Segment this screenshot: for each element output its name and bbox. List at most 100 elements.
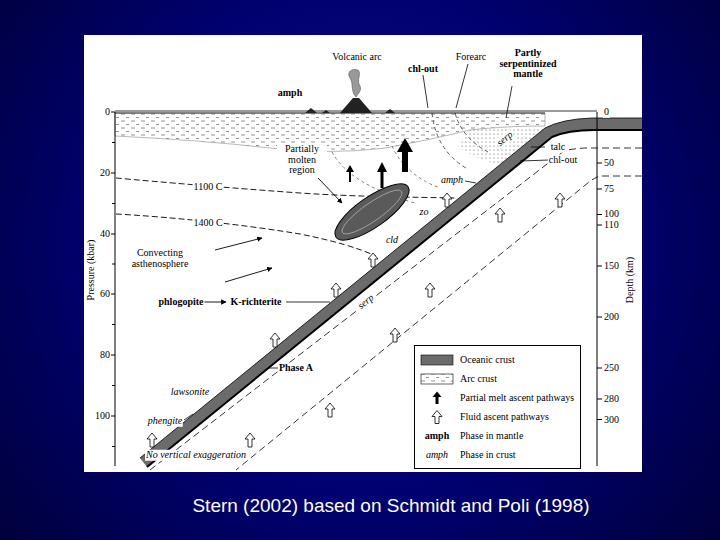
pattern-swatch: [421, 374, 453, 384]
region-label: Partially molten region: [277, 144, 327, 176]
fluid-arrow: [325, 403, 335, 417]
melt-arrow: [377, 162, 387, 188]
axis-line: [115, 112, 597, 466]
tick-label: 75: [603, 184, 615, 195]
flow-arrow: [204, 178, 342, 302]
legend-text: Phase in mantle: [460, 430, 523, 441]
phase-label: chl-out: [407, 64, 439, 75]
forearc-lines: [455, 113, 488, 152]
isotherm-label: 1100 C: [193, 182, 224, 193]
flow-arrow: [215, 238, 262, 250]
leader-line: [184, 414, 193, 420]
fluid-arrow: [270, 333, 280, 347]
cross-section: [115, 113, 642, 470]
region-label: Convecting asthenosphere: [123, 248, 197, 269]
tick-label: 110: [603, 220, 620, 231]
legend-swatch: [420, 372, 454, 386]
flow-line: [392, 146, 440, 188]
axis-line: [110, 112, 602, 466]
legend-sample: amph: [425, 449, 449, 460]
slab-mantle-line: [150, 148, 642, 470]
partially-molten-region: [337, 184, 406, 240]
phase-label: chl-out: [548, 155, 578, 166]
forearc-lines: [432, 113, 488, 168]
axis-title: Pressure (kbar): [86, 239, 97, 302]
axis-title: Depth (km): [625, 256, 636, 304]
note-label: No vertical exaggeration: [145, 450, 247, 461]
fluid-arrow-sample: [432, 410, 442, 423]
tick-label: 280: [603, 394, 620, 405]
tick-label: 20: [99, 168, 111, 179]
leader-line: [286, 302, 330, 303]
tick-label: 250: [603, 363, 620, 374]
fluid-arrow: [425, 283, 435, 297]
legend-row: Partial melt ascent pathways: [420, 388, 574, 407]
legend-row: Oceanic crust: [420, 350, 574, 369]
legend-text: Oceanic crust: [460, 354, 515, 365]
legend-text: Fluid ascent pathways: [460, 411, 549, 422]
volcano: [305, 108, 395, 113]
region-label: Partly serpentinized mantle: [493, 48, 563, 80]
partially-molten-region: [327, 174, 416, 249]
axis-line: [112, 143, 115, 447]
flow-arrow: [204, 302, 226, 303]
fluid-arrow: [442, 193, 452, 207]
legend-text: Partial melt ascent pathways: [460, 392, 574, 403]
phase-label: K-richterite: [229, 297, 282, 308]
leader-line: [520, 160, 549, 161]
legend-swatch: [420, 391, 454, 405]
tick-label: 0: [603, 107, 610, 118]
melt-arrow: [346, 165, 354, 182]
phase-label: phlogopite: [157, 297, 204, 308]
tick-label: 150: [603, 261, 620, 272]
tick-label: 80: [99, 350, 111, 361]
tick-label: 40: [99, 229, 111, 240]
tick-label: 100: [603, 209, 620, 220]
phase-label: talc: [550, 142, 566, 153]
melt-arrow: [346, 138, 413, 188]
leader-line: [531, 147, 545, 148]
tick-label: 100: [94, 411, 111, 422]
leader-line: [423, 75, 428, 108]
fluid-arrow: [495, 208, 505, 222]
fluid-arrow: [147, 433, 157, 447]
axis-line: [597, 163, 602, 420]
phase-label: cld: [385, 235, 399, 246]
volcano: [305, 69, 395, 113]
figure-panel: [84, 35, 642, 472]
isotherm-label: 1400 C: [192, 218, 223, 229]
legend-text: Arc crust: [460, 373, 497, 384]
tick-label: 50: [603, 158, 615, 169]
legend-text: Phase in crust: [460, 449, 516, 460]
tick-label: 60: [99, 289, 111, 300]
leader-line: [456, 64, 468, 108]
tick-label: 0: [104, 107, 111, 118]
volcano: [340, 98, 372, 113]
leader-line: [506, 86, 512, 118]
fluid-arrow: [245, 433, 255, 447]
leader-line: [465, 181, 476, 183]
fluid-arrow: [390, 328, 400, 342]
volcano: [349, 69, 361, 97]
legend-sample: amph: [424, 430, 450, 441]
tick-label: 200: [603, 312, 620, 323]
phase-label: amph: [277, 88, 303, 99]
place-label: Volcanic arc: [331, 52, 383, 63]
partially-molten-region: [327, 174, 416, 249]
tick-label: 300: [603, 415, 620, 426]
fluid-arrow: [555, 193, 565, 207]
melt-arrow: [397, 138, 413, 172]
legend-row: Arc crust: [420, 369, 574, 388]
phase-label: amph: [440, 175, 464, 186]
color-swatch: [421, 355, 453, 365]
legend-swatch: [420, 410, 454, 424]
melt-arrow-sample: [433, 391, 442, 404]
phase-label: zo: [419, 207, 430, 218]
place-label: Forearc: [455, 52, 488, 63]
phase-label: phengite: [147, 416, 183, 427]
phase-label: lawsonite: [170, 387, 210, 398]
slab-mantle-line: [150, 148, 642, 470]
phase-label: Phase A: [278, 363, 314, 374]
figure-caption: Stern (2002) based on Schmidt and Poli (…: [192, 495, 589, 517]
